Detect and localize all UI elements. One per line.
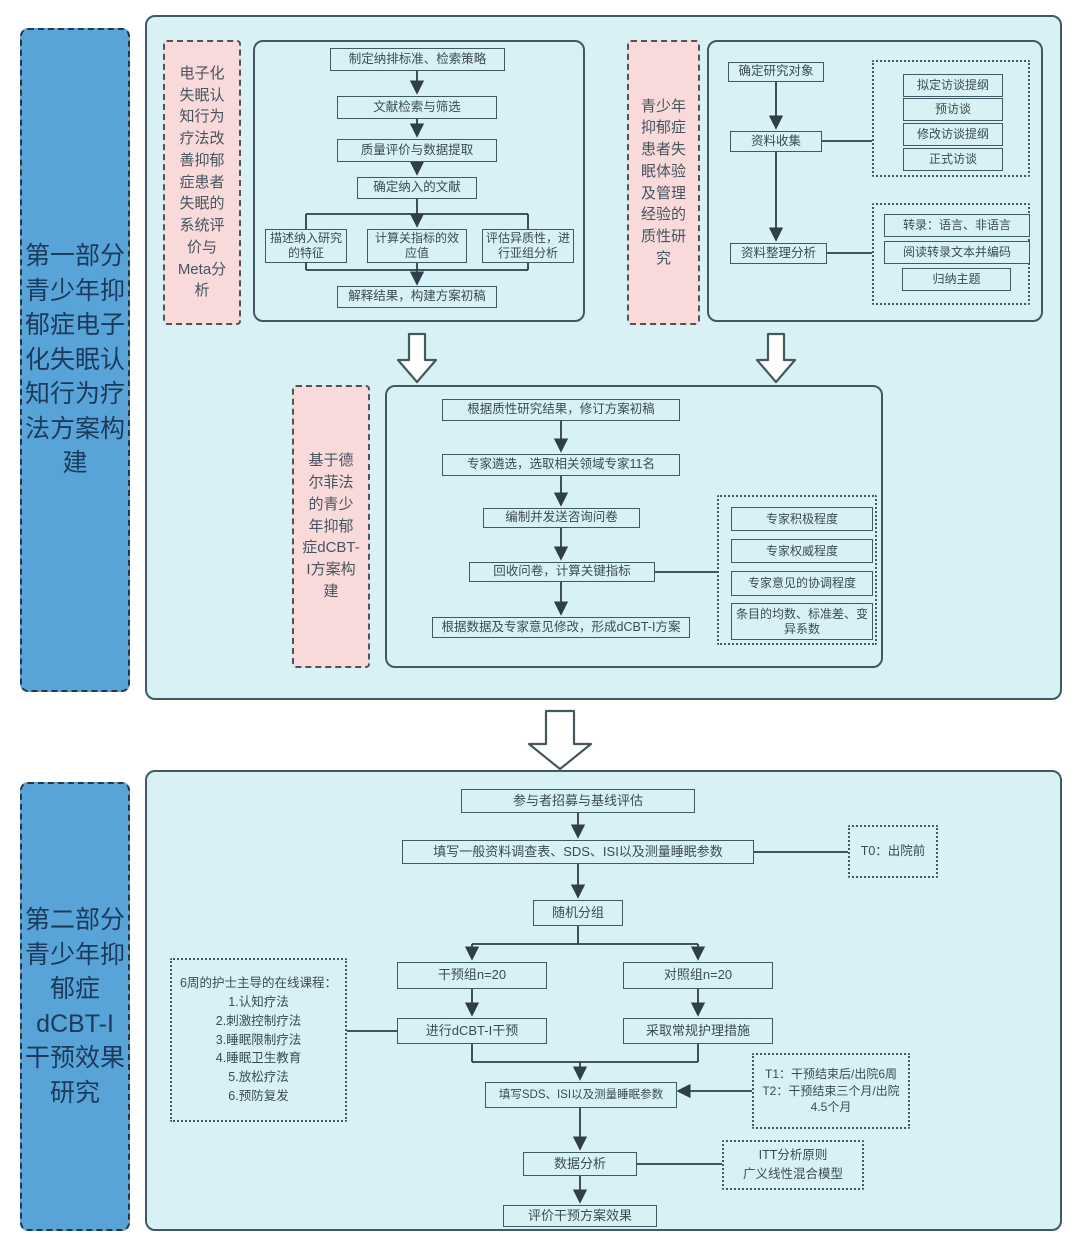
course-note-item1: 1.认知疗法 [228,995,289,1010]
flow-node-meta-step2: 文献检索与筛选 [337,96,497,119]
flow-node-analysis3: 归纳主题 [902,268,1011,291]
qualitative-label: 青少年 抑郁症 患者失 眠体验 及管理 经验的 质性研 究 [627,40,700,325]
flow-node-randomize: 随机分组 [533,900,623,926]
analysis-note-line2: 广义线性混合模型 [742,1167,843,1181]
meta-review-subpanel [253,40,585,322]
timepoint-t1t2-box: T1：干预结束后/出院6周 T2：干预结束三个月/出院4.5个月 [752,1053,910,1129]
flow-node-delphi-step3: 编制并发送咨询问卷 [483,508,640,528]
flow-node-recruit: 参与者招募与基线评估 [461,789,695,813]
flow-node-outcome: 填写SDS、ISI以及测量睡眠参数 [485,1082,677,1108]
flow-node-delphi-step2: 专家遴选，选取相关领域专家11名 [442,454,680,476]
flow-node-meta-step5: 解释结果，构建方案初稿 [337,286,497,308]
delphi-subpanel [385,385,883,668]
flow-node-analysis2: 阅读转录文本并编码 [884,241,1030,264]
analysis-note-line1: ITT分析原则 [758,1148,828,1163]
flow-node-meta-parallel2: 计算关指标的效应值 [367,229,467,263]
flow-node-meta-parallel3: 评估异质性，进行亚组分析 [482,229,574,263]
qualitative-subpanel [707,40,1043,322]
flow-node-control-group: 对照组n=20 [623,962,773,989]
course-note-item5: 5.放松疗法 [228,1070,289,1085]
flow-node-criteria1: 专家积极程度 [731,507,873,531]
analysis-note-box: ITT分析原则 广义线性混合模型 [722,1140,864,1190]
flow-node-interview4: 正式访谈 [903,148,1003,171]
block-arrow-down-left [396,332,438,384]
flow-node-baseline: 填写一般资料调查表、SDS、ISI以及测量睡眠参数 [402,840,754,864]
timepoint-t2: T2：干预结束三个月/出院4.5个月 [762,1083,900,1115]
course-note-box: 6周的护士主导的在线课程： 1.认知疗法 2.刺激控制疗法 3.睡眠限制疗法 4… [170,958,347,1122]
flow-node-intervention-group: 干预组n=20 [397,962,547,989]
flow-node-analysis1: 转录：语言、非语言 [884,214,1030,237]
timepoint-t1: T1：干预结束后/出院6周 [764,1066,897,1081]
block-arrow-down-right [755,332,797,384]
flow-node-meta-step3: 质量评价与数据提取 [337,139,497,162]
part2-sidebar-label: 第二部分 青少年抑 郁症 dCBT-I 干预效果 研究 [20,782,130,1231]
flow-node-meta-step1: 制定纳排标准、检索策略 [330,48,505,71]
delphi-criteria-box: 专家积极程度 专家权威程度 专家意见的协调程度 条目的均数、标准差、变异系数 [717,495,877,645]
meta-review-label: 电子化 失眠认 知行为 疗法改 善抑郁 症患者 失眠的 系统评 价与 Meta分… [163,40,241,325]
flow-node-qual-step3: 资料整理分析 [730,243,827,264]
flow-node-criteria3: 专家意见的协调程度 [731,571,873,596]
flow-node-meta-parallel1: 描述纳入研究的特征 [265,229,347,263]
flow-node-control-action: 采取常规护理措施 [623,1018,773,1044]
timepoint-t0-box: T0：出院前 [848,825,938,878]
analysis-steps-box: 转录：语言、非语言 阅读转录文本并编码 归纳主题 [872,203,1030,305]
flow-node-evaluate: 评价干预方案效果 [503,1205,657,1227]
flow-node-interview2: 预访谈 [903,98,1003,121]
block-arrow-sections [527,709,593,771]
flow-node-criteria4: 条目的均数、标准差、变异系数 [731,603,873,640]
flow-node-interview3: 修改访谈提纲 [903,123,1003,146]
course-note-item4: 4.睡眠卫生教育 [215,1051,302,1066]
flow-node-criteria2: 专家权威程度 [731,539,873,563]
course-note-item3: 3.睡眠限制疗法 [215,1032,302,1047]
course-note-item6: 6.预防复发 [228,1088,289,1103]
flow-node-intervention-action: 进行dCBT-I干预 [397,1018,547,1044]
delphi-label: 基于德 尔菲法 的青少 年抑郁 症dCBT- I方案构 建 [292,385,370,668]
interview-steps-box: 拟定访谈提纲 预访谈 修改访谈提纲 正式访谈 [872,60,1030,177]
course-note-item2: 2.刺激控制疗法 [215,1013,302,1028]
flow-node-meta-step4: 确定纳入的文献 [357,177,477,199]
part1-sidebar-label: 第一部分 青少年抑 郁症电子 化失眠认 知行为疗 法方案构 建 [20,28,130,692]
flow-node-delphi-step5: 根据数据及专家意见修改，形成dCBT-I方案 [432,617,690,638]
flow-node-delphi-step4: 回收问卷，计算关键指标 [469,562,655,582]
course-note-title: 6周的护士主导的在线课程： [180,976,337,991]
flow-node-qual-step2: 资料收集 [730,131,822,152]
flow-node-delphi-step1: 根据质性研究结果，修订方案初稿 [442,399,680,421]
flow-node-data-analysis: 数据分析 [523,1152,637,1176]
flow-node-interview1: 拟定访谈提纲 [903,74,1003,97]
flow-node-qual-step1: 确定研究对象 [728,62,824,82]
